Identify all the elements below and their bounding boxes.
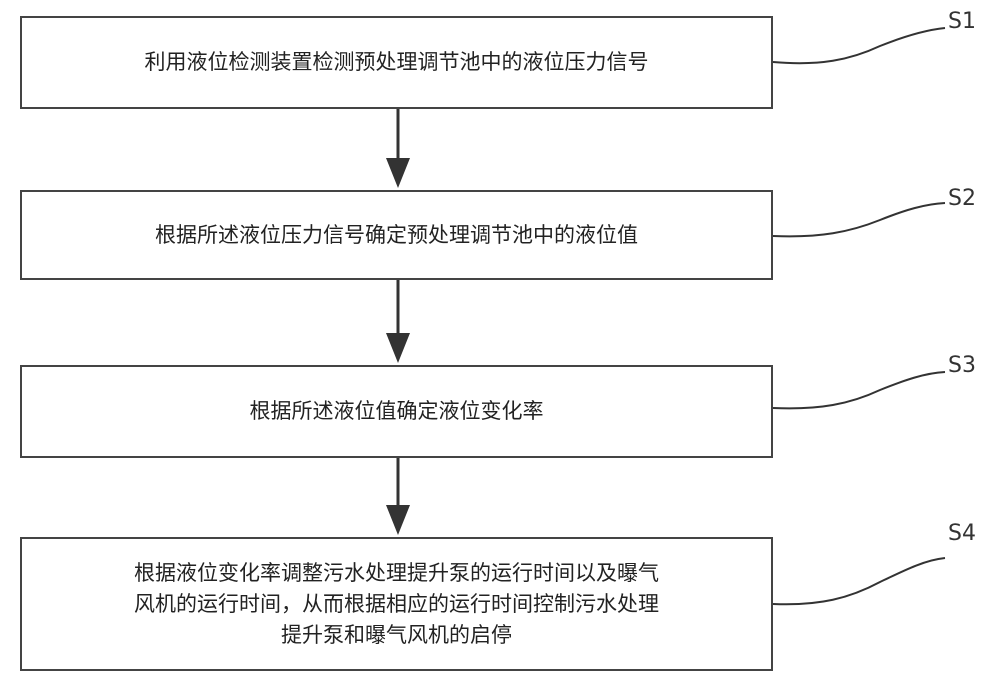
step-label-s1: S1 [948, 9, 976, 34]
step-text-s4-line-3: 提升泵和曝气风机的启停 [281, 622, 512, 647]
arrowhead-s3 [386, 333, 410, 363]
arrowhead-s2 [386, 158, 410, 188]
step-label-s2: S2 [948, 186, 976, 211]
step-text-s1: 利用液位检测装置检测预处理调节池中的液位压力信号 [144, 50, 649, 74]
step-box-s3: 根据所述液位值确定液位变化率 [20, 365, 773, 458]
leader-line-s2 [772, 202, 946, 238]
step-box-s4: 根据液位变化率调整污水处理提升泵的运行时间以及曝气 风机的运行时间，从而根据相应… [20, 537, 773, 671]
arrowhead-s4 [386, 505, 410, 535]
step-box-s1: 利用液位检测装置检测预处理调节池中的液位压力信号 [20, 16, 773, 109]
step-text-s2: 根据所述液位压力信号确定预处理调节池中的液位值 [155, 222, 638, 247]
leader-line-s3 [772, 371, 946, 410]
step-text-s4-line-2: 风机的运行时间，从而根据相应的运行时间控制污水处理 [134, 591, 659, 616]
step-label-s3: S3 [948, 353, 976, 378]
step-text-s4: 根据液位变化率调整污水处理提升泵的运行时间以及曝气 风机的运行时间，从而根据相应… [134, 558, 659, 651]
leader-line-s1 [772, 27, 946, 65]
step-label-s4: S4 [948, 521, 976, 546]
step-text-s3: 根据所述液位值确定液位变化率 [249, 399, 544, 423]
step-box-s2: 根据所述液位压力信号确定预处理调节池中的液位值 [20, 190, 773, 280]
leader-line-s4 [772, 557, 946, 606]
step-text-s4-line-1: 根据液位变化率调整污水处理提升泵的运行时间以及曝气 [134, 560, 659, 585]
